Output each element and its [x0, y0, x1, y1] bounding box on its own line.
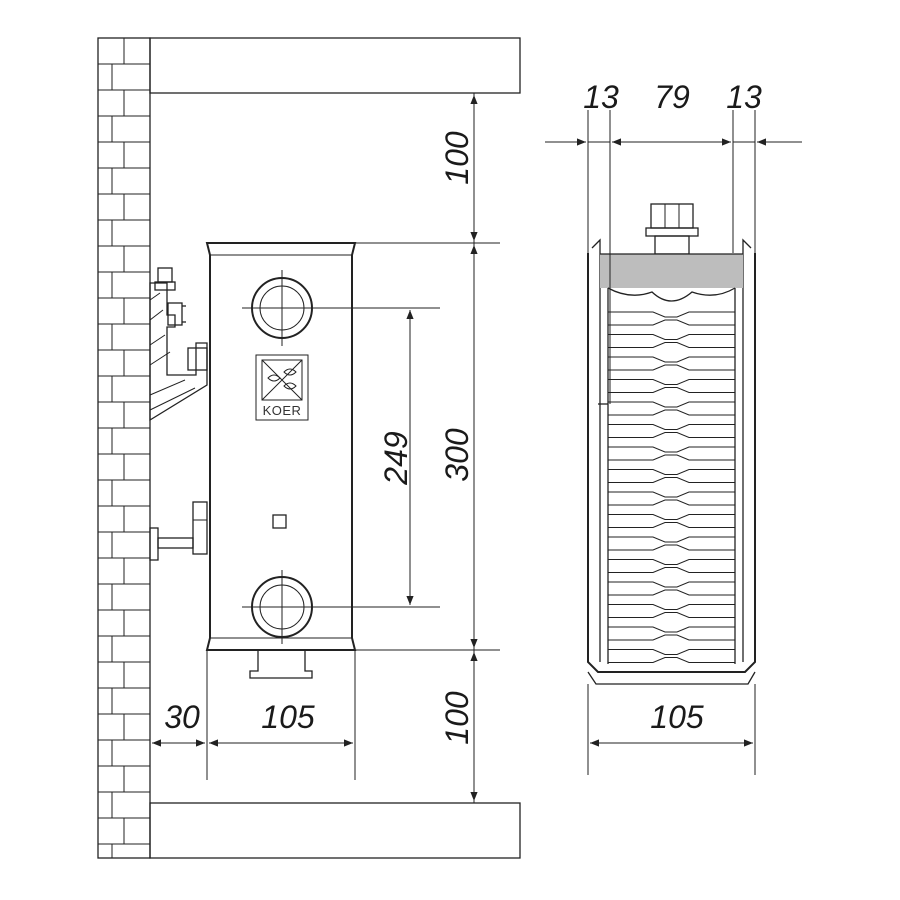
fin-plate	[607, 401, 736, 416]
fin-plate	[607, 334, 736, 348]
floor	[149, 802, 521, 859]
fin-plate	[607, 491, 736, 506]
side-dimensions: 100 300 249 100 30 105	[149, 93, 500, 803]
dim-bottom-gap: 100	[439, 691, 475, 745]
dim-fin-middle: 79	[654, 79, 690, 115]
front-dimensions: 13 79 13 105	[545, 79, 802, 775]
fin-plate	[607, 626, 736, 641]
dim-depth-side: 105	[261, 699, 315, 735]
fin-plate	[607, 514, 736, 528]
dim-wall-gap: 30	[164, 699, 200, 735]
dim-depth-front: 105	[650, 699, 704, 735]
dim-fin-right: 13	[726, 79, 762, 115]
convector-fins	[607, 311, 736, 663]
fin-plate	[607, 446, 736, 461]
fin-plate	[607, 559, 736, 573]
dim-top-gap: 100	[439, 131, 475, 185]
brick-wall	[97, 37, 151, 859]
dim-height: 300	[439, 428, 475, 482]
top-connection-port	[242, 270, 322, 346]
fin-plate	[607, 604, 736, 618]
fin-plate	[607, 424, 736, 438]
upper-wall-bracket	[149, 267, 208, 422]
radiator-side-view: KOER	[205, 242, 357, 679]
fin-plate	[607, 649, 736, 663]
fin-plate	[607, 356, 736, 371]
dim-connection-spacing: 249	[378, 431, 414, 486]
radiator-section-view	[587, 203, 756, 685]
window-sill	[149, 37, 521, 94]
brand-logo: KOER	[255, 354, 309, 421]
lower-wall-bracket	[149, 501, 208, 561]
air-vent-square	[272, 514, 287, 529]
bottom-connection-port	[242, 570, 322, 644]
dim-fin-left: 13	[583, 79, 619, 115]
fin-plate	[607, 469, 736, 483]
fin-plate	[607, 379, 736, 393]
fin-plate	[607, 581, 736, 596]
logo-text: KOER	[263, 403, 302, 418]
fin-plate	[607, 536, 736, 551]
fin-plate	[607, 311, 736, 326]
